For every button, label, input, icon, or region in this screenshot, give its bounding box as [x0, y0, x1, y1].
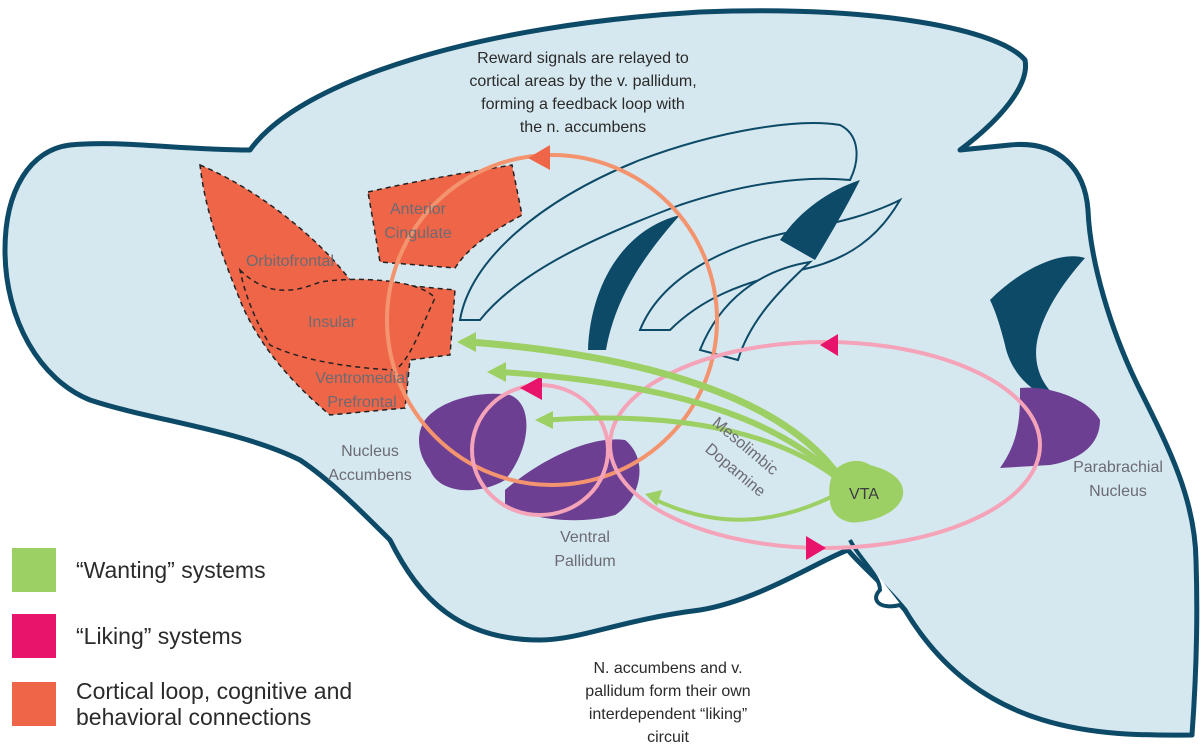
legend-label-liking: “Liking” systems: [76, 622, 243, 649]
legend-label-wanting: “Wanting” systems: [76, 556, 266, 583]
label-anterior-1: Anterior: [390, 201, 447, 218]
legend-label-cortical: Cortical loop, cognitive and behavioral …: [76, 678, 353, 731]
internal-structure-4: [780, 180, 860, 260]
label-orbitofrontal: Orbitofrontal: [246, 253, 334, 270]
bottom-caption-line-2: pallidum form their own: [585, 683, 750, 700]
top-caption-line-1: Reward signals are relayed to: [477, 50, 689, 67]
top-caption-line-4: the n. accumbens: [520, 119, 646, 136]
cortical-loop-arrowhead: [528, 145, 550, 170]
brainstem-notch: [848, 539, 907, 612]
liking-arrowhead-top: [820, 334, 838, 356]
internal-structure-1: [458, 122, 858, 321]
internal-structure-3: [638, 197, 903, 331]
legend-item-liking: “Liking” systems: [12, 614, 432, 658]
brain-outline: [2, 8, 1200, 738]
label-vmpfc-1: Ventromedial: [315, 370, 408, 387]
top-caption-line-3: forming a feedback loop with: [481, 96, 685, 113]
bottom-caption-line-3: interdependent “liking”: [589, 706, 747, 723]
bottom-caption-line-4: circuit: [647, 729, 689, 746]
cerebrum-shape: [2, 8, 1200, 738]
cortical-loop-circle: [385, 153, 719, 487]
label-parabrachial-2: Nucleus: [1089, 483, 1147, 500]
wanting-arrow-1: [466, 338, 844, 482]
internal-structure-2: [588, 215, 680, 350]
label-vta: VTA: [849, 486, 879, 503]
label-insular: Insular: [308, 314, 357, 331]
vta-shape: [829, 460, 904, 523]
wanting-arrow-2: [497, 369, 843, 483]
wanting-arrowhead-4: [645, 490, 662, 506]
internal-structure-5: [698, 260, 814, 362]
label-anterior-2: Cingulate: [384, 225, 452, 242]
legend-swatch-wanting: [12, 548, 56, 592]
label-parabrachial-1: Parabrachial: [1073, 459, 1163, 476]
label-vmpfc-2: Prefrontal: [327, 394, 396, 411]
legend-swatch-cortical: [12, 682, 56, 727]
insular-region: [238, 267, 436, 371]
top-caption-line-2: cortical areas by the v. pallidum,: [469, 73, 696, 90]
legend-item-wanting: “Wanting” systems: [12, 548, 432, 592]
label-vp-2: Pallidum: [554, 553, 615, 570]
wanting-arrow-4: [654, 488, 847, 522]
bottom-caption-line-1: N. accumbens and v.: [593, 660, 742, 677]
legend-swatch-liking: [12, 614, 56, 658]
label-nacc-1: Nucleus: [341, 443, 399, 460]
wanting-arrowhead-1: [457, 332, 476, 352]
label-vp-1: Ventral: [560, 529, 610, 546]
cerebellum-fold: [990, 256, 1085, 400]
liking-arrowhead-bottom: [806, 536, 826, 560]
wanting-arrow-3: [545, 415, 845, 485]
liking-arrowhead-small: [520, 376, 542, 400]
wanting-arrowhead-2: [487, 362, 506, 382]
legend: “Wanting” systems “Liking” systems Corti…: [12, 548, 432, 753]
label-nacc-2: Accumbens: [328, 467, 412, 484]
wanting-projections: [466, 338, 847, 522]
wanting-arrowhead-3: [535, 411, 553, 429]
legend-item-cortical: Cortical loop, cognitive and behavioral …: [12, 678, 432, 731]
